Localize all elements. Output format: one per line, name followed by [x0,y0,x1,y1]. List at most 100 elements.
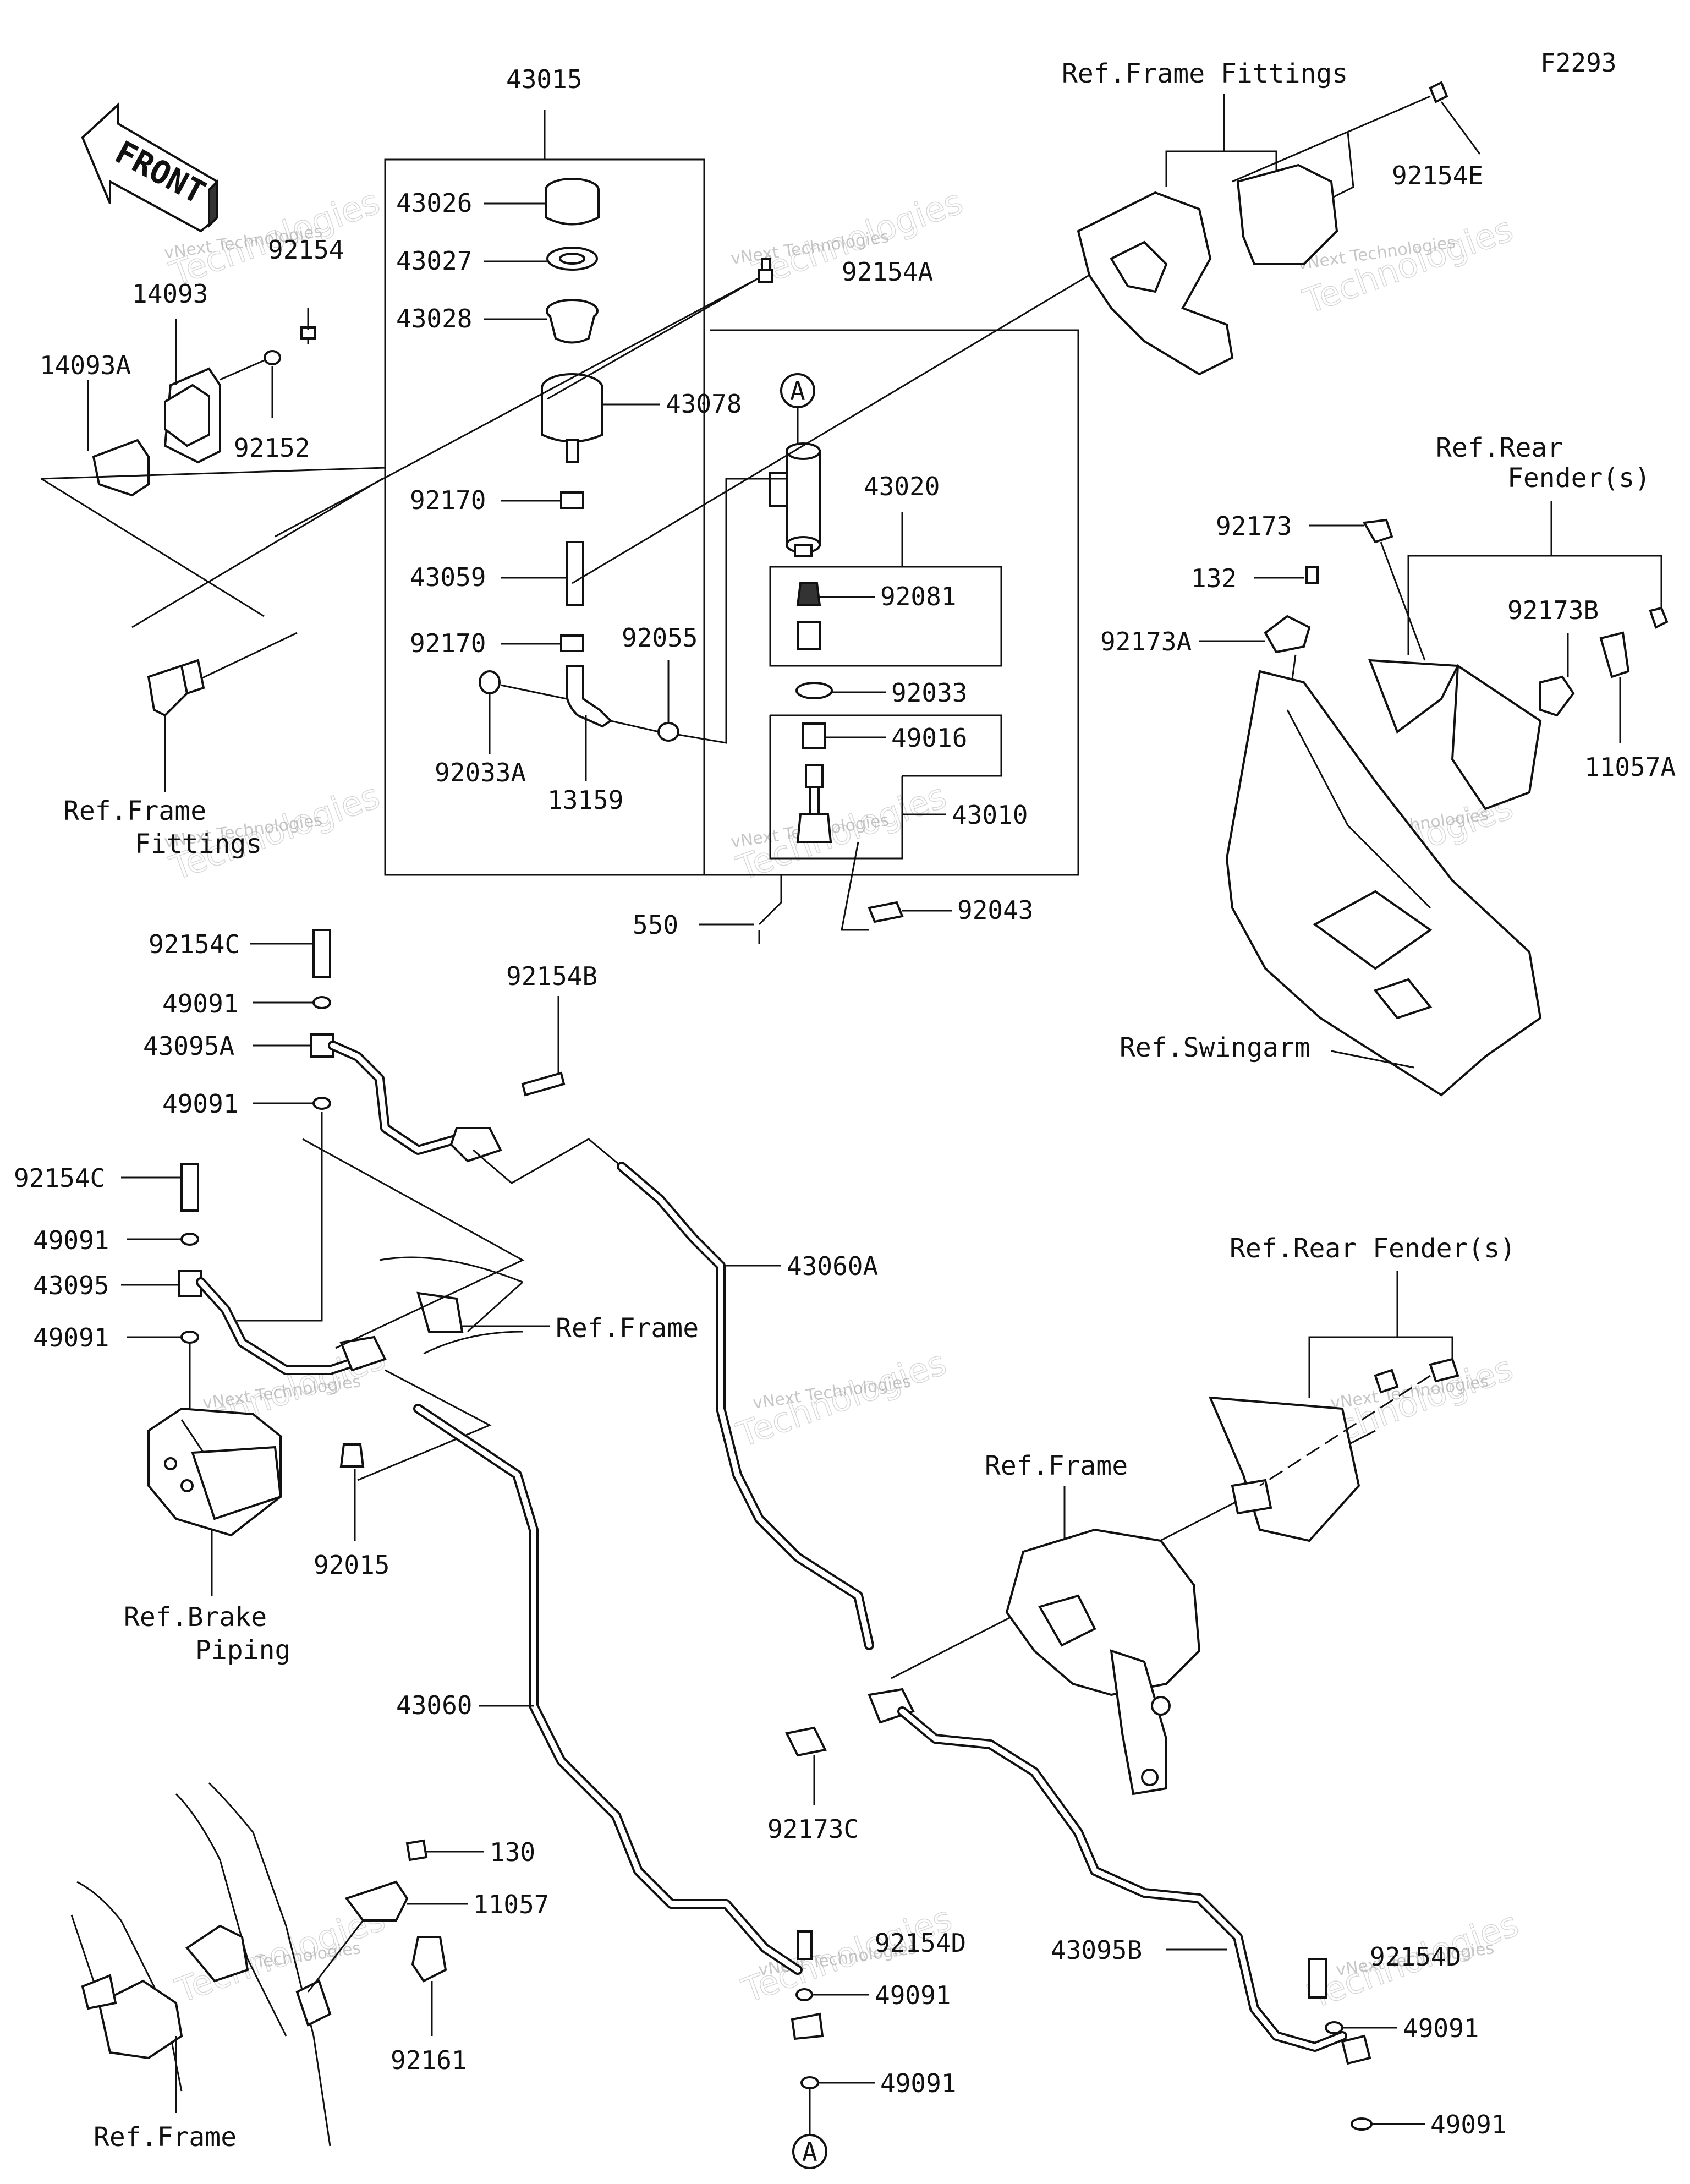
banjo-fitting-icon [310,1033,334,1058]
label-43020: 43020 [864,472,940,501]
circlip-icon [795,682,833,699]
hose-clamp-group-left: 92154 14093 14093A 92152 Ref.Frame Fitti… [40,235,760,860]
master-cylinder-group: 43015 43026 43027 43028 43078 9217 [384,64,1079,944]
label-92154E: 92154E [1392,161,1483,190]
label-49091-e: 49091 [875,1980,951,2010]
bolt-icon [521,1071,566,1097]
washer-icon [1325,2021,1343,2034]
ref-brake-piping-1: Ref.Brake [124,1602,267,1633]
washer-icon [800,2076,819,2089]
banjo-fitting-icon [791,2012,824,2040]
washer-icon [312,1097,331,1110]
bolt-icon [1374,1369,1399,1394]
joint-block [339,1335,387,1372]
label-49091-d: 49091 [33,1323,109,1353]
label-43026: 43026 [396,188,472,218]
marker-a-bottom: A [802,2137,817,2167]
rear-fender-group: Ref.Rear Fender(s) 92173 132 92173A 9217… [1100,433,1676,1097]
label-92015: 92015 [314,1550,389,1580]
o-ring [479,670,501,694]
label-92055: 92055 [622,623,698,653]
label-49091-b: 49091 [162,1089,238,1119]
reservoir-hose [566,541,584,606]
bolt-icon [312,929,331,978]
bolt-icon [1305,566,1319,584]
washer-icon [180,1233,199,1246]
label-49091-c: 49091 [33,1225,109,1255]
nut-icon [339,1443,365,1468]
boot-icon [802,722,826,749]
hose-clamp [560,491,584,509]
label-132: 132 [1191,563,1237,593]
ref-rear-fender-mid: Ref.Rear Fender(s) [1230,1233,1516,1264]
bolt-icon [1308,1958,1327,1999]
ref-frame-right: Ref.Frame [985,1450,1128,1481]
label-43078: 43078 [666,389,742,419]
o-ring [657,722,679,742]
label-92033A: 92033A [435,758,526,787]
label-43059: 43059 [410,562,486,592]
bolt-icon [797,1930,813,1960]
bracket-11057 [344,1880,409,1922]
ref-frame-fittings-left-2: Fittings [135,829,262,860]
label-49091-a: 49091 [162,989,238,1019]
bracket-11057A [1599,631,1630,678]
label-43095A: 43095A [143,1031,234,1061]
label-92152: 92152 [234,433,310,463]
piston-icon [797,621,821,650]
label-92161: 92161 [391,2045,467,2075]
ref-frame-fittings-top: Ref.Frame Fittings [1062,58,1348,89]
label-43060: 43060 [396,1690,472,1720]
label-92173A: 92173A [1100,627,1192,656]
spring-icon [796,582,821,606]
label-11057A: 11057A [1584,752,1676,782]
label-92043: 92043 [957,895,1033,925]
label-14093A: 14093A [40,351,131,380]
label-49016: 49016 [891,723,967,753]
abs-unit-icon [147,1407,282,1537]
label-92154C-lower: 92154C [14,1163,105,1193]
banjo-fitting-icon [178,1270,202,1297]
reference-marker-a-bottom [792,2134,827,2169]
master-cylinder-body [769,442,821,557]
bolt-icon [1429,1358,1459,1383]
label-130: 130 [490,1837,535,1867]
clip-92173C [785,1726,827,1757]
label-92154B: 92154B [506,961,597,991]
brake-line-group: 92154C 49091 43095A 49091 92154B 92154C … [14,929,1376,2169]
front-arrow-icon: FRONT [81,102,218,233]
ref-frame-fittings-left-1: Ref.Frame [63,796,206,826]
marker-a-top: A [790,376,805,406]
label-43027: 43027 [396,246,472,276]
diagram-code: F2293 [1540,48,1616,78]
label-92170-lower: 92170 [410,628,486,658]
label-92033: 92033 [891,678,967,708]
clamp-14093A [92,439,150,497]
label-92154D-right: 92154D [1370,1942,1461,1972]
clip-92173B [1539,675,1575,717]
rear-brake-line-group: Ref.Rear Fender(s) Ref.Frame 43095B 9215… [897,1233,1516,2139]
washer-icon [180,1331,199,1344]
bolt-icon [180,1163,199,1212]
label-43015: 43015 [506,64,582,94]
washer-icon [264,350,281,365]
label-92081: 92081 [880,582,956,611]
ref-frame-bottom: Ref.Frame [94,2122,237,2153]
label-550: 550 [633,910,678,940]
clip-130 [405,1839,428,1862]
label-49091-h: 49091 [1430,2110,1506,2139]
washer-icon [795,1988,813,2001]
clip-92173A [1264,615,1311,654]
label-92170-upper: 92170 [410,485,486,515]
ref-rear-fender-1: Ref.Rear [1436,433,1563,463]
label-92173B: 92173B [1507,595,1599,625]
label-92154C-top: 92154C [149,929,240,959]
frame-fittings-bracket: Ref.Frame Fittings 92154E [572,58,1483,584]
label-92154-left: 92154 [268,235,344,265]
hose-joint [566,665,613,728]
screw-icon [758,258,773,283]
label-43095: 43095 [33,1271,109,1300]
washer-icon [312,996,331,1009]
label-11057: 11057 [473,1890,549,1919]
